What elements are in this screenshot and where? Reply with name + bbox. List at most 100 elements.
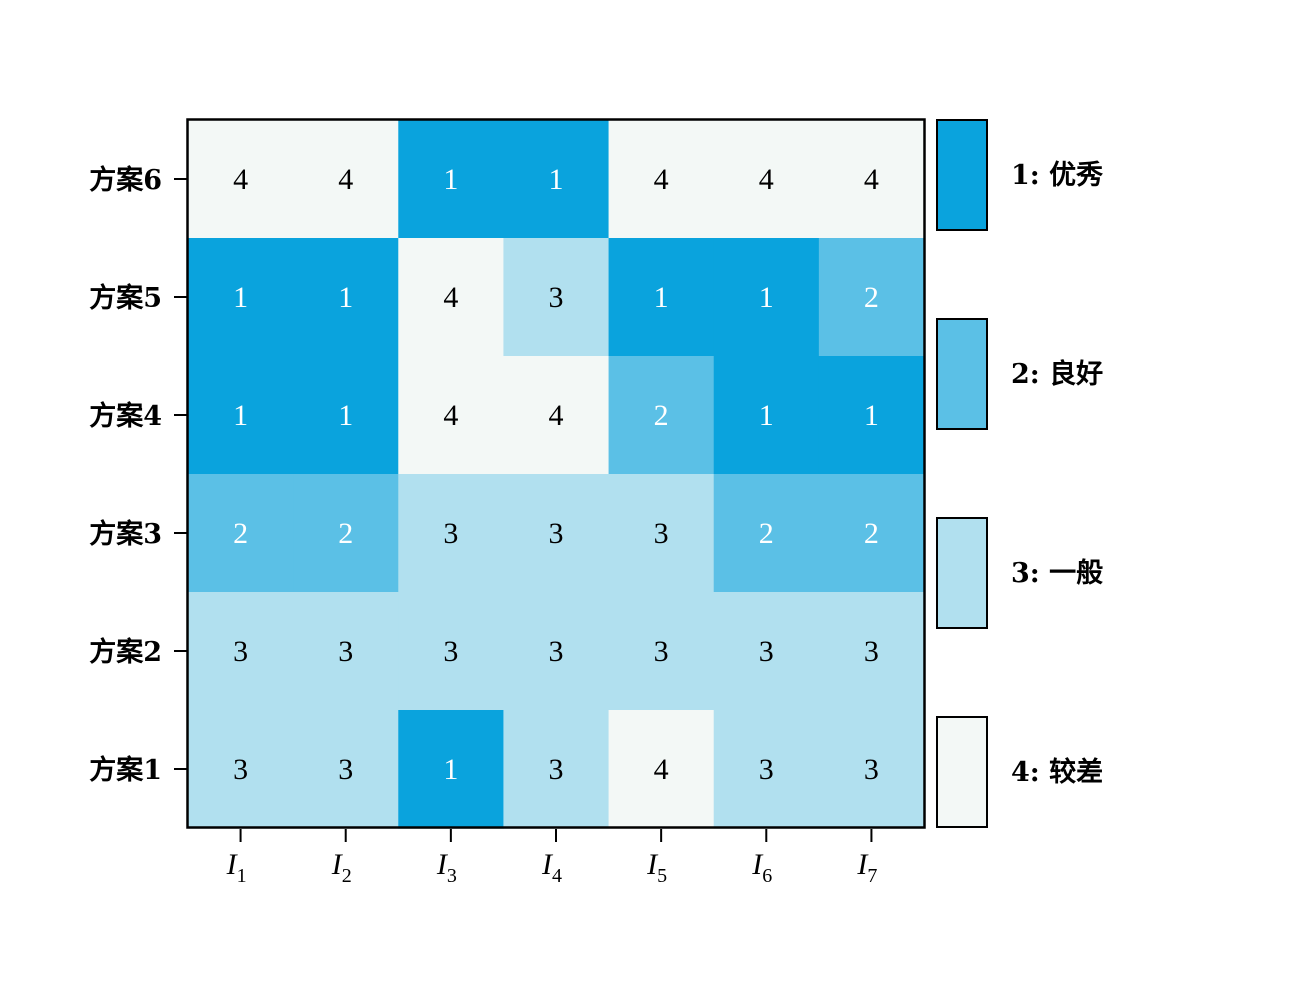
cell-value-label: 3 <box>759 635 774 668</box>
cell-value-label: 3 <box>864 635 879 668</box>
x-tick-label: I4 <box>541 848 562 887</box>
cell-value-label: 2 <box>864 281 879 314</box>
heatmap-cell <box>503 474 610 593</box>
heatmap-cell <box>503 238 610 357</box>
y-tick-label: 方案5 <box>89 282 162 314</box>
legend: 1: 优秀 2: 良好 3: 一般 4: 较差 <box>936 119 1103 828</box>
cell-value-label: 1 <box>443 163 458 196</box>
cell-value-label: 1 <box>233 281 248 314</box>
cell-value-label: 4 <box>233 163 248 196</box>
heatmap-cell <box>818 356 925 475</box>
x-tick-label: I1 <box>226 848 247 887</box>
heatmap-cell <box>713 120 820 239</box>
heatmap-cell <box>293 238 399 357</box>
heatmap-cell <box>608 592 715 711</box>
heatmap-cell <box>818 120 925 239</box>
cell-value-label: 3 <box>654 635 669 668</box>
heatmap-cell <box>608 710 715 829</box>
cell-value-label: 3 <box>549 753 564 786</box>
cell-value-label: 4 <box>338 163 353 196</box>
cell-value-label: 3 <box>549 281 564 314</box>
y-tick-label: 方案1 <box>89 754 162 786</box>
legend-label: 4: 较差 <box>1011 756 1103 788</box>
heatmap-cell <box>293 120 399 239</box>
heatmap-cell <box>293 710 399 829</box>
cell-value-label: 3 <box>233 635 248 668</box>
heatmap-cell <box>713 238 820 357</box>
legend-swatch <box>936 517 988 629</box>
cell-value-label: 1 <box>654 281 669 314</box>
x-tick-label-subscript: 1 <box>237 865 247 887</box>
heatmap-cell <box>188 592 294 711</box>
cell-value-label: 4 <box>654 753 669 786</box>
x-tick-label-base: I <box>646 848 659 881</box>
heatmap-cell <box>503 356 610 475</box>
heatmap-cell <box>713 710 820 829</box>
x-tick-label-subscript: 2 <box>342 865 352 887</box>
x-tick-label: I3 <box>436 848 457 887</box>
legend-label: 1: 优秀 <box>1011 160 1103 191</box>
cell-value-label: 3 <box>549 635 564 668</box>
cell-value-label: 3 <box>759 753 774 786</box>
heatmap-cell <box>188 474 294 593</box>
heatmap-cell <box>818 710 925 829</box>
cell-value-label: 4 <box>443 281 458 314</box>
x-tick-label-base: I <box>541 848 554 881</box>
cell-value-label: 2 <box>338 517 353 550</box>
legend-swatch <box>936 318 988 430</box>
legend-swatch <box>936 119 988 231</box>
legend-label: 3: 一般 <box>1011 557 1103 589</box>
heatmap-cell <box>188 238 294 357</box>
x-tick-label: I2 <box>331 848 352 887</box>
plot-frame <box>186 118 926 829</box>
heatmap-cell <box>293 356 399 475</box>
heatmap-cell <box>398 238 505 357</box>
heatmap-cell <box>713 356 820 475</box>
heatmap-cell <box>188 120 294 239</box>
cell-value-label: 1 <box>338 399 353 432</box>
legend-swatch <box>936 716 988 828</box>
cell-value-label: 4 <box>759 163 774 196</box>
heatmap-cell <box>398 710 505 829</box>
cell-value-label: 3 <box>864 753 879 786</box>
x-tick-label: I7 <box>856 848 877 887</box>
heatmap-cell <box>188 710 294 829</box>
cell-value-label: 1 <box>759 399 774 432</box>
cell-value-label: 2 <box>759 517 774 550</box>
cell-value-label: 4 <box>654 163 669 196</box>
cell-value-label: 1 <box>549 163 564 196</box>
x-tick-label-base: I <box>751 848 764 881</box>
cell-value-label: 4 <box>864 163 879 196</box>
x-tick-label-subscript: 4 <box>552 865 562 887</box>
heatmap-cell <box>608 474 715 593</box>
cell-value-label: 4 <box>443 399 458 432</box>
heatmap-cell <box>293 474 399 593</box>
heatmap-cell <box>503 710 610 829</box>
heatmap-cell <box>713 474 820 593</box>
cell-value-label: 4 <box>549 399 564 432</box>
cell-value-label: 3 <box>338 635 353 668</box>
cell-value-label: 2 <box>233 517 248 550</box>
x-tick-label-subscript: 5 <box>657 865 667 887</box>
heatmap-cell <box>608 356 715 475</box>
x-tick-label-base: I <box>436 848 449 881</box>
x-tick-label-subscript: 3 <box>447 865 457 887</box>
heatmap-cell <box>398 120 505 239</box>
cell-value-label: 3 <box>443 517 458 550</box>
heatmap-cell <box>503 592 610 711</box>
cell-value-label: 3 <box>654 517 669 550</box>
heatmap-cell <box>398 356 505 475</box>
y-tick-label: 方案3 <box>89 518 162 550</box>
cell-value-label: 2 <box>654 399 669 432</box>
heatmap-cell <box>818 238 925 357</box>
cell-value-label: 1 <box>338 281 353 314</box>
y-tick-label: 方案6 <box>89 164 162 196</box>
cell-value-label: 3 <box>338 753 353 786</box>
legend-label: 2: 良好 <box>1011 358 1103 390</box>
heatmap-cell <box>713 592 820 711</box>
x-tick-label-base: I <box>226 848 239 881</box>
